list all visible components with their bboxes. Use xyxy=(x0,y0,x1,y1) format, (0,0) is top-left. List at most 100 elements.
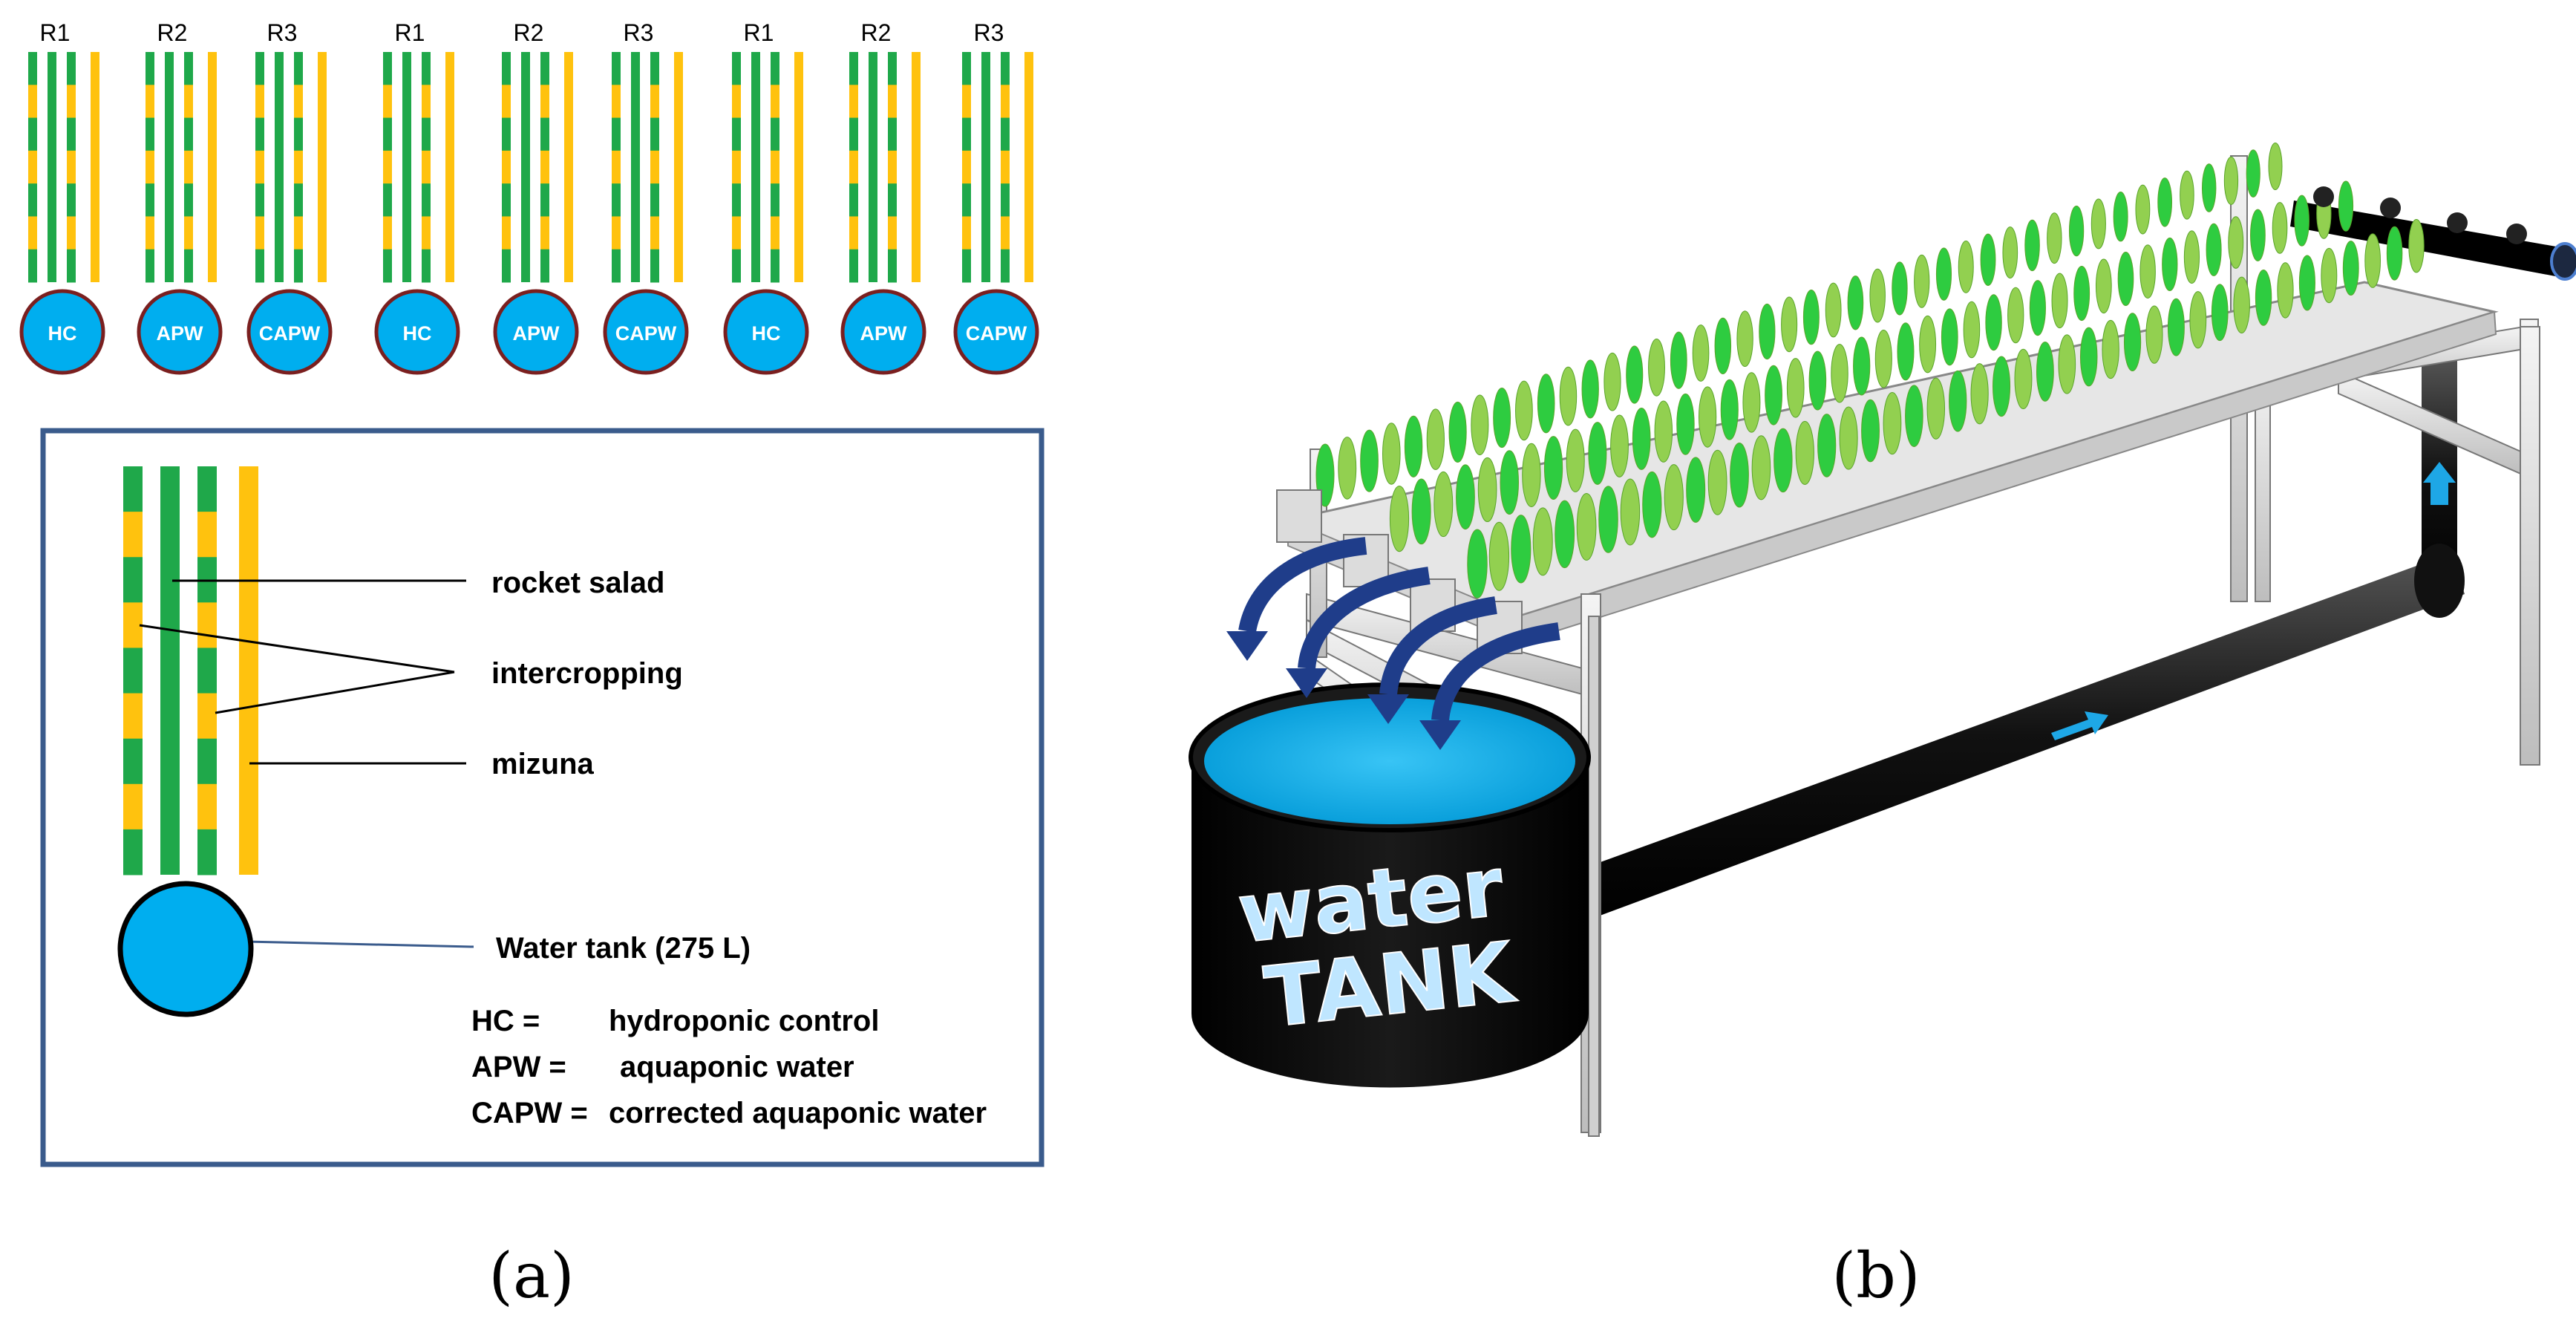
plant-leaf xyxy=(1892,261,1908,316)
intercrop-segment xyxy=(849,117,858,151)
intercrop-segment xyxy=(732,183,741,217)
plant-leaf xyxy=(2408,219,2425,273)
plant-leaf xyxy=(1642,471,1662,538)
mizuna-strip xyxy=(239,466,258,875)
plant-leaf xyxy=(1714,317,1732,374)
plant-leaf xyxy=(1467,529,1488,599)
plant-leaf xyxy=(1817,414,1837,477)
intercrop-segment xyxy=(28,249,37,283)
intercrop-segment xyxy=(383,183,392,217)
plant-leaf xyxy=(1905,385,1923,447)
drain-arrows xyxy=(1238,537,1560,722)
group-tank xyxy=(493,289,579,375)
intercrop-segment xyxy=(184,52,193,85)
plant-leaf xyxy=(1471,394,1489,456)
treatment-label: APW xyxy=(860,322,908,345)
plant-leaf xyxy=(1839,406,1858,470)
group-tank xyxy=(723,289,809,375)
treatment-label: CAPW xyxy=(259,322,321,345)
plant-leaf xyxy=(2135,184,2151,235)
treatment-label: HC xyxy=(403,322,432,345)
intercrop-segment xyxy=(67,183,76,217)
intercrop-segment xyxy=(1001,85,1010,119)
mizuna-strip xyxy=(674,52,683,282)
intercrop-segment xyxy=(383,52,392,85)
plant-leaf xyxy=(2007,287,2024,344)
intercrop-segment xyxy=(422,249,431,283)
legend-water-tank-label: Water tank (275 L) xyxy=(496,932,751,965)
group-tank xyxy=(19,289,105,375)
replicate-label: R1 xyxy=(40,19,71,46)
plant-leaf xyxy=(1426,408,1445,470)
plant-leaf xyxy=(1958,241,1974,293)
intercrop-segment xyxy=(197,602,217,648)
intercrop-segment xyxy=(123,693,143,740)
plant-leaf xyxy=(1949,370,1967,432)
abbr-apw-meaning: aquaponic water xyxy=(620,1051,854,1083)
intercrop-segment xyxy=(294,216,303,250)
plant-leaf xyxy=(2321,247,2338,304)
plant-leaf xyxy=(1511,515,1531,584)
plant-leaf xyxy=(1515,380,1533,441)
plant-leaf xyxy=(1488,521,1510,591)
intercrop-segment xyxy=(383,85,392,119)
intercrop-segment xyxy=(540,117,549,151)
plant-leaf xyxy=(2201,163,2217,212)
plant-leaf xyxy=(2298,255,2315,311)
intercrop-segment xyxy=(294,117,303,151)
plant-leaf xyxy=(1626,345,1644,404)
intercrop-segment xyxy=(650,216,659,250)
intercrop-segment xyxy=(67,249,76,283)
intercrop-segment xyxy=(732,117,741,151)
plant-leaf xyxy=(1620,478,1641,546)
intercrop-segment xyxy=(1001,216,1010,250)
intercrop-segment xyxy=(962,249,971,283)
plant-leaf xyxy=(1477,457,1497,523)
intercrop-segment xyxy=(650,249,659,283)
plant-leaf xyxy=(2090,198,2106,250)
intercrop-segment xyxy=(197,829,217,875)
rocket-strip xyxy=(751,52,760,282)
replicate-label: R3 xyxy=(624,19,654,46)
intercrop-segment xyxy=(294,150,303,184)
plant-leaf xyxy=(2113,192,2128,242)
plant-leaf xyxy=(1985,294,2002,351)
plant-leaf xyxy=(1941,308,1958,366)
panel-b-illustration: water TANK xyxy=(1189,143,2576,1137)
plant-leaf xyxy=(1389,486,1410,552)
plant-leaf xyxy=(1360,429,1379,492)
plant-leaf xyxy=(2002,226,2018,279)
treatment-label: CAPW xyxy=(966,322,1027,345)
plant-leaf xyxy=(1648,339,1665,397)
intercrop-segment xyxy=(422,150,431,184)
tank-leader-line xyxy=(244,940,474,948)
plant-leaf xyxy=(1500,450,1520,515)
plant-rows xyxy=(1315,143,2425,599)
plant-leaf xyxy=(1808,350,1827,411)
plant-leaf xyxy=(1963,301,1981,359)
intercrop-segment xyxy=(962,150,971,184)
abbr-capw-meaning: corrected aquaponic water xyxy=(609,1097,987,1129)
intercrop-segment xyxy=(123,602,143,648)
plant-leaf xyxy=(1559,366,1578,426)
plant-leaf xyxy=(2228,216,2244,269)
intercrop-segment xyxy=(28,117,37,151)
intercrop-segment xyxy=(67,85,76,119)
intercrop-segment xyxy=(502,117,511,151)
mizuna-strip xyxy=(564,52,573,282)
intercrop-segment xyxy=(422,117,431,151)
intercrop-segment xyxy=(197,512,217,558)
intercrop-segment xyxy=(962,183,971,217)
intercrop-segment xyxy=(422,85,431,119)
plant-leaf xyxy=(2250,209,2266,261)
intercrop-segment xyxy=(123,466,143,512)
intercrop-segment xyxy=(849,150,858,184)
plant-leaf xyxy=(2233,276,2250,333)
intercrop-segment xyxy=(184,216,193,250)
group-tank xyxy=(953,289,1039,375)
